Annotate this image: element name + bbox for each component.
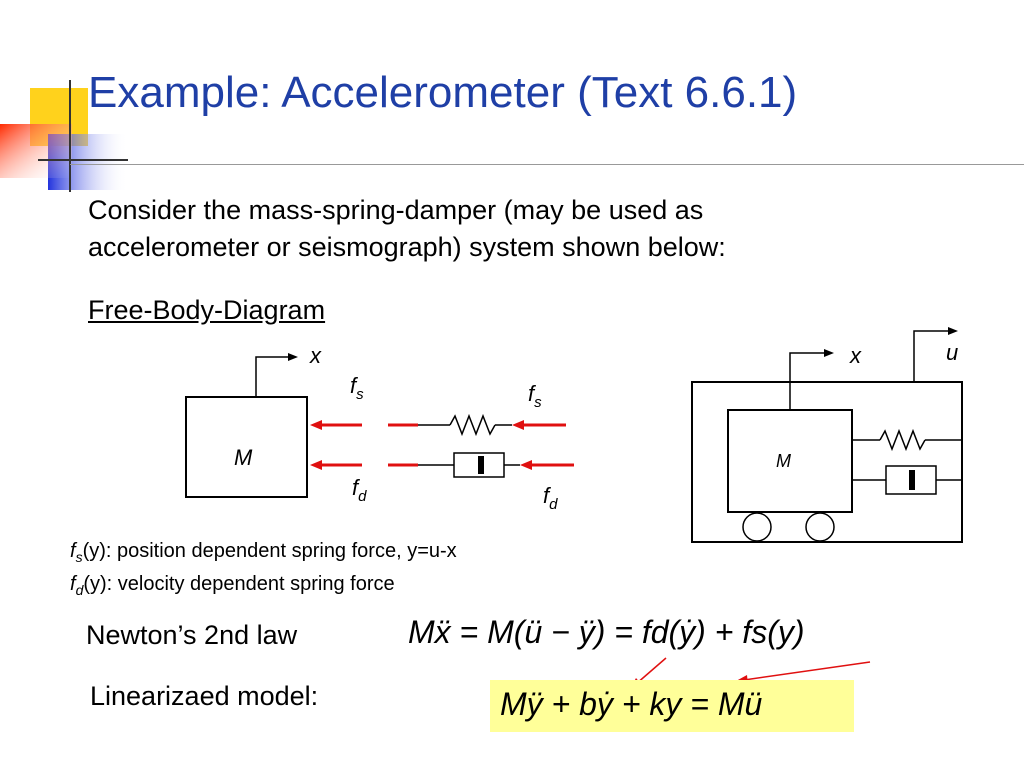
intro-line-1: Consider the mass-spring-damper (may be …: [88, 195, 704, 225]
fs-label-spring: fs: [528, 381, 542, 411]
x-arrow-left: [255, 356, 290, 397]
fd-description: fd(y): velocity dependent spring force: [70, 573, 395, 598]
fbd-heading: Free-Body-Diagram: [88, 295, 326, 325]
fd-label-damper: fd: [543, 483, 558, 513]
mass-label-left: M: [234, 445, 253, 470]
housing-frame: [691, 381, 963, 543]
u-arrow: [913, 330, 950, 382]
fs-description: fs(y): position dependent spring force, …: [70, 540, 457, 565]
linear-label: Linearizaed model:: [90, 681, 319, 711]
mass-block-left: [185, 396, 308, 498]
title-underline: [70, 164, 1024, 165]
slide-title: Example: Accelerometer (Text 6.6.1): [88, 68, 798, 117]
wheel-right: [805, 512, 835, 542]
u-label: u: [946, 340, 958, 365]
intro-line-2: accelerometer or seismograph) system sho…: [88, 232, 726, 262]
corner-decoration: [0, 80, 128, 192]
fd-label-mass: fd: [352, 475, 367, 505]
fs-label-mass: fs: [350, 373, 364, 403]
x-label-left: x: [309, 343, 322, 368]
wheel-left: [742, 512, 772, 542]
linear-equation-box: [490, 680, 854, 732]
linear-equation: Mÿ + bẏ + ky = Mü: [500, 686, 763, 722]
newton-equation: Mẍ = M(ü − ÿ) = fd(ẏ) + fs(y): [408, 614, 805, 650]
spring-system: [879, 428, 926, 452]
spring-free: [449, 413, 496, 437]
x-arrow-right: [789, 352, 826, 410]
free-body-diagram: M x fs fd fs fd M x u: [185, 327, 963, 543]
mass-label-right: M: [776, 451, 791, 471]
newton-label: Newton’s 2nd law: [86, 620, 298, 650]
x-label-right: x: [849, 343, 862, 368]
